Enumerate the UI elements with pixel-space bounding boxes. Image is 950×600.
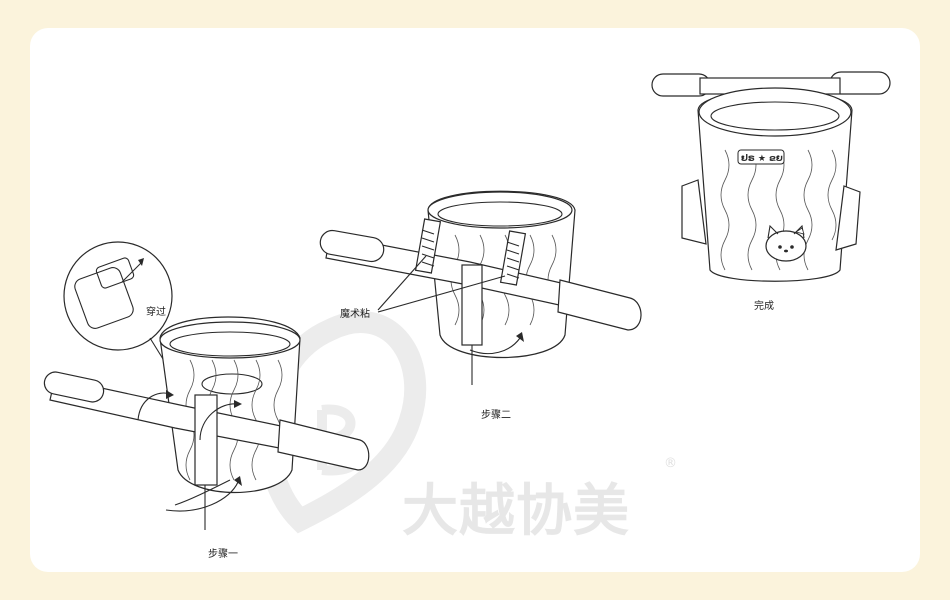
step1-label: 步骤一 [208,549,238,560]
velcro-label: 魔术粘 [340,309,370,320]
thread-through-label: 穿过 [146,307,166,318]
registered-mark: ® [664,456,677,471]
brand-watermark-text: 大越协美 [402,479,630,544]
completed-label: 完成 [754,301,774,312]
step2-label: 步骤二 [481,410,511,421]
kitty-face-icon [765,230,807,262]
brand-logo-graphic: ຢຣ ★ ຂຍ [741,154,783,164]
